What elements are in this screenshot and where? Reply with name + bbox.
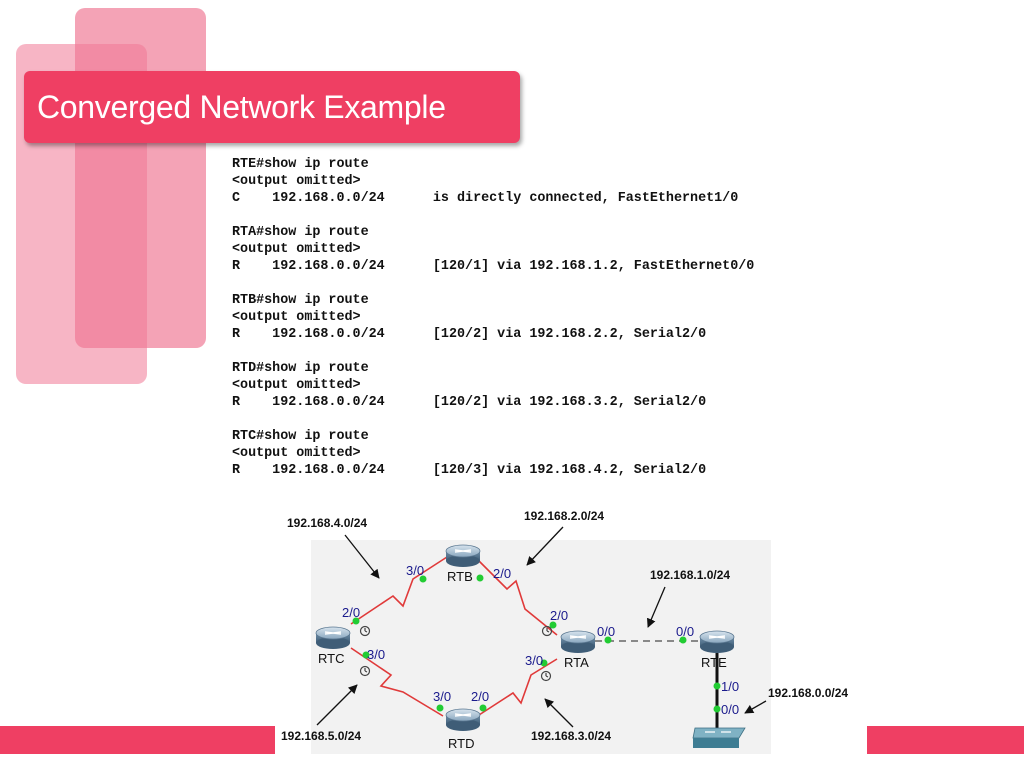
router-icon-rtd bbox=[445, 708, 481, 731]
port-label-rta-bottom: 3/0 bbox=[525, 653, 543, 668]
network-label-5: 192.168.5.0/24 bbox=[281, 729, 361, 743]
route-output-line: RTB#show ip route bbox=[232, 293, 369, 308]
arrow-network-1 bbox=[647, 586, 666, 628]
route-output-line: RTD#show ip route bbox=[232, 361, 369, 376]
clock-icon bbox=[541, 625, 553, 637]
route-output-line: R 192.168.0.0/24 [120/3] via 192.168.4.2… bbox=[232, 463, 707, 478]
link-rtb-rta bbox=[478, 560, 558, 636]
router-icon-rte bbox=[699, 630, 735, 653]
network-diagram: RTB RTC RTA RTD RTE 3/0 2/0 2/0 0/0 0/0 … bbox=[275, 503, 867, 754]
port-label-rte-fa: 0/0 bbox=[676, 624, 694, 639]
network-label-4: 192.168.4.0/24 bbox=[287, 516, 367, 530]
network-label-1: 192.168.1.0/24 bbox=[650, 568, 730, 582]
port-label-rtc-bottom: 3/0 bbox=[367, 647, 385, 662]
clock-icon bbox=[540, 670, 552, 682]
clock-icon bbox=[359, 665, 371, 677]
network-label-0: 192.168.0.0/24 bbox=[768, 686, 848, 700]
router-label-rtb: RTB bbox=[447, 569, 473, 584]
route-output-line: R 192.168.0.0/24 [120/2] via 192.168.3.2… bbox=[232, 395, 707, 410]
router-icon-rtb bbox=[445, 544, 481, 567]
port-label-rtd-right: 2/0 bbox=[471, 689, 489, 704]
route-output-line: C 192.168.0.0/24 is directly connected, … bbox=[232, 191, 739, 206]
route-output-line: RTC#show ip route bbox=[232, 429, 369, 444]
port-dots bbox=[352, 574, 721, 713]
router-label-rte: RTE bbox=[701, 655, 727, 670]
router-label-rtd: RTD bbox=[448, 736, 474, 751]
network-label-3: 192.168.3.0/24 bbox=[531, 729, 611, 743]
title-bar: Converged Network Example bbox=[24, 71, 520, 143]
link-rtc-rtb bbox=[350, 556, 448, 625]
route-output-line: <output omitted> bbox=[232, 378, 361, 393]
arrow-network-2 bbox=[526, 526, 564, 566]
route-output-line: RTA#show ip route bbox=[232, 225, 369, 240]
route-output-line: <output omitted> bbox=[232, 310, 361, 325]
arrow-network-5 bbox=[316, 684, 358, 726]
slide-title: Converged Network Example bbox=[37, 89, 446, 125]
route-output-line: <output omitted> bbox=[232, 174, 361, 189]
port-label-rtb-left: 3/0 bbox=[406, 563, 424, 578]
route-output-line: R 192.168.0.0/24 [120/1] via 192.168.1.2… bbox=[232, 259, 755, 274]
router-icon-rta bbox=[560, 630, 596, 653]
link-rtc-rtd bbox=[350, 647, 444, 717]
arrow-network-3 bbox=[544, 698, 574, 728]
route-output-line: <output omitted> bbox=[232, 446, 361, 461]
network-diagram-svg: RTB RTC RTA RTD RTE 3/0 2/0 2/0 0/0 0/0 … bbox=[281, 509, 848, 754]
route-output-line: <output omitted> bbox=[232, 242, 361, 257]
port-label-rta-top: 2/0 bbox=[550, 608, 568, 623]
switch-icon bbox=[692, 727, 746, 748]
arrow-network-4 bbox=[344, 534, 380, 579]
route-output-line: R 192.168.0.0/24 [120/2] via 192.168.2.2… bbox=[232, 327, 707, 342]
link-rtd-rta bbox=[478, 658, 558, 716]
network-label-2: 192.168.2.0/24 bbox=[524, 509, 604, 523]
port-label-switch: 0/0 bbox=[721, 702, 739, 717]
port-label-rte-down: 1/0 bbox=[721, 679, 739, 694]
route-output-block: RTE#show ip route <output omitted> C 192… bbox=[232, 156, 754, 479]
port-label-rtc-top: 2/0 bbox=[342, 605, 360, 620]
port-label-rta-fa: 0/0 bbox=[597, 624, 615, 639]
router-icon-rtc bbox=[315, 626, 351, 649]
clock-icon bbox=[359, 625, 371, 637]
route-output-line: RTE#show ip route bbox=[232, 157, 369, 172]
router-label-rta: RTA bbox=[564, 655, 589, 670]
diagram-backdrop bbox=[311, 540, 771, 754]
port-label-rtb-right: 2/0 bbox=[493, 566, 511, 581]
port-label-rtd-left: 3/0 bbox=[433, 689, 451, 704]
arrow-network-0 bbox=[744, 700, 767, 714]
router-label-rtc: RTC bbox=[318, 651, 344, 666]
